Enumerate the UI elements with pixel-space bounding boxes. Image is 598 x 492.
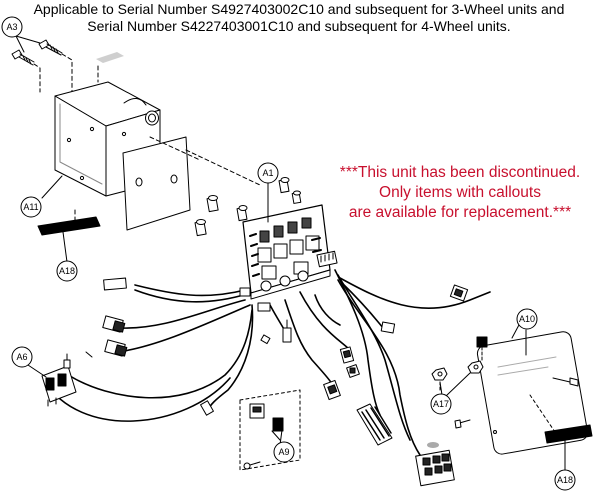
applicability-line-1: Applicable to Serial Number S4927403002C… xyxy=(33,1,565,17)
circuit-breaker-a6 xyxy=(41,353,77,407)
connector-13 xyxy=(449,284,469,302)
connector-7 xyxy=(282,319,292,343)
connector-4 xyxy=(239,287,251,297)
controller-board-a1 xyxy=(242,204,338,300)
black-label-a18-right xyxy=(544,424,593,444)
discontinued-note-line-3: are available for replacement.*** xyxy=(348,204,572,221)
black-label-a18-left xyxy=(37,216,101,236)
callout-a18-right: A18 xyxy=(557,475,573,485)
screw-a3-lower xyxy=(11,49,35,66)
standoff-2 xyxy=(206,195,219,213)
connector-5 xyxy=(257,302,271,312)
callout-a17: A17 xyxy=(433,399,449,409)
callout-a11: A11 xyxy=(23,202,38,212)
standoff-5 xyxy=(291,190,302,204)
grommet xyxy=(145,110,159,126)
main-connector xyxy=(415,449,455,487)
connector-11 xyxy=(380,321,396,334)
fuse-a9 xyxy=(249,403,265,419)
connector-6 xyxy=(260,334,271,345)
callout-a3: A3 xyxy=(6,22,17,32)
ferrite-core xyxy=(356,403,393,446)
connector-12 xyxy=(200,400,214,416)
cover-a10 xyxy=(476,331,589,455)
screw-cover-1 xyxy=(552,377,579,387)
cover-plate xyxy=(122,136,191,231)
callout-a10: A10 xyxy=(519,314,535,324)
connector-9 xyxy=(323,379,341,401)
small-black-label xyxy=(476,336,488,348)
nut-a17-1 xyxy=(431,367,448,381)
callout-a1: A1 xyxy=(262,168,273,178)
gray-label xyxy=(96,52,124,63)
screw-small xyxy=(243,461,261,470)
connector-10 xyxy=(346,364,360,378)
callout-a18-left: A18 xyxy=(59,266,75,276)
screw-cover-2 xyxy=(454,419,471,429)
connector-8 xyxy=(339,346,355,364)
callout-a6: A6 xyxy=(16,352,27,362)
connector-2 xyxy=(102,315,126,333)
screw-a3-upper xyxy=(38,39,63,56)
callout-a9: A9 xyxy=(278,447,289,457)
standoff-3 xyxy=(236,205,248,222)
discontinued-note-line-1: ***This unit has been discontinued. xyxy=(339,164,581,181)
standoff-4 xyxy=(278,177,290,194)
gray-grommet xyxy=(427,442,439,448)
nut-a17-2 xyxy=(467,360,484,374)
connector-1 xyxy=(103,277,127,291)
connector-3 xyxy=(104,339,128,357)
discontinued-note-line-2: Only items with callouts xyxy=(379,184,541,201)
fuse-block xyxy=(272,417,284,432)
wire-harness xyxy=(43,269,491,456)
standoff-1 xyxy=(194,219,207,237)
applicability-line-2: Serial Number S4227403001C10 and subsequ… xyxy=(87,18,511,34)
